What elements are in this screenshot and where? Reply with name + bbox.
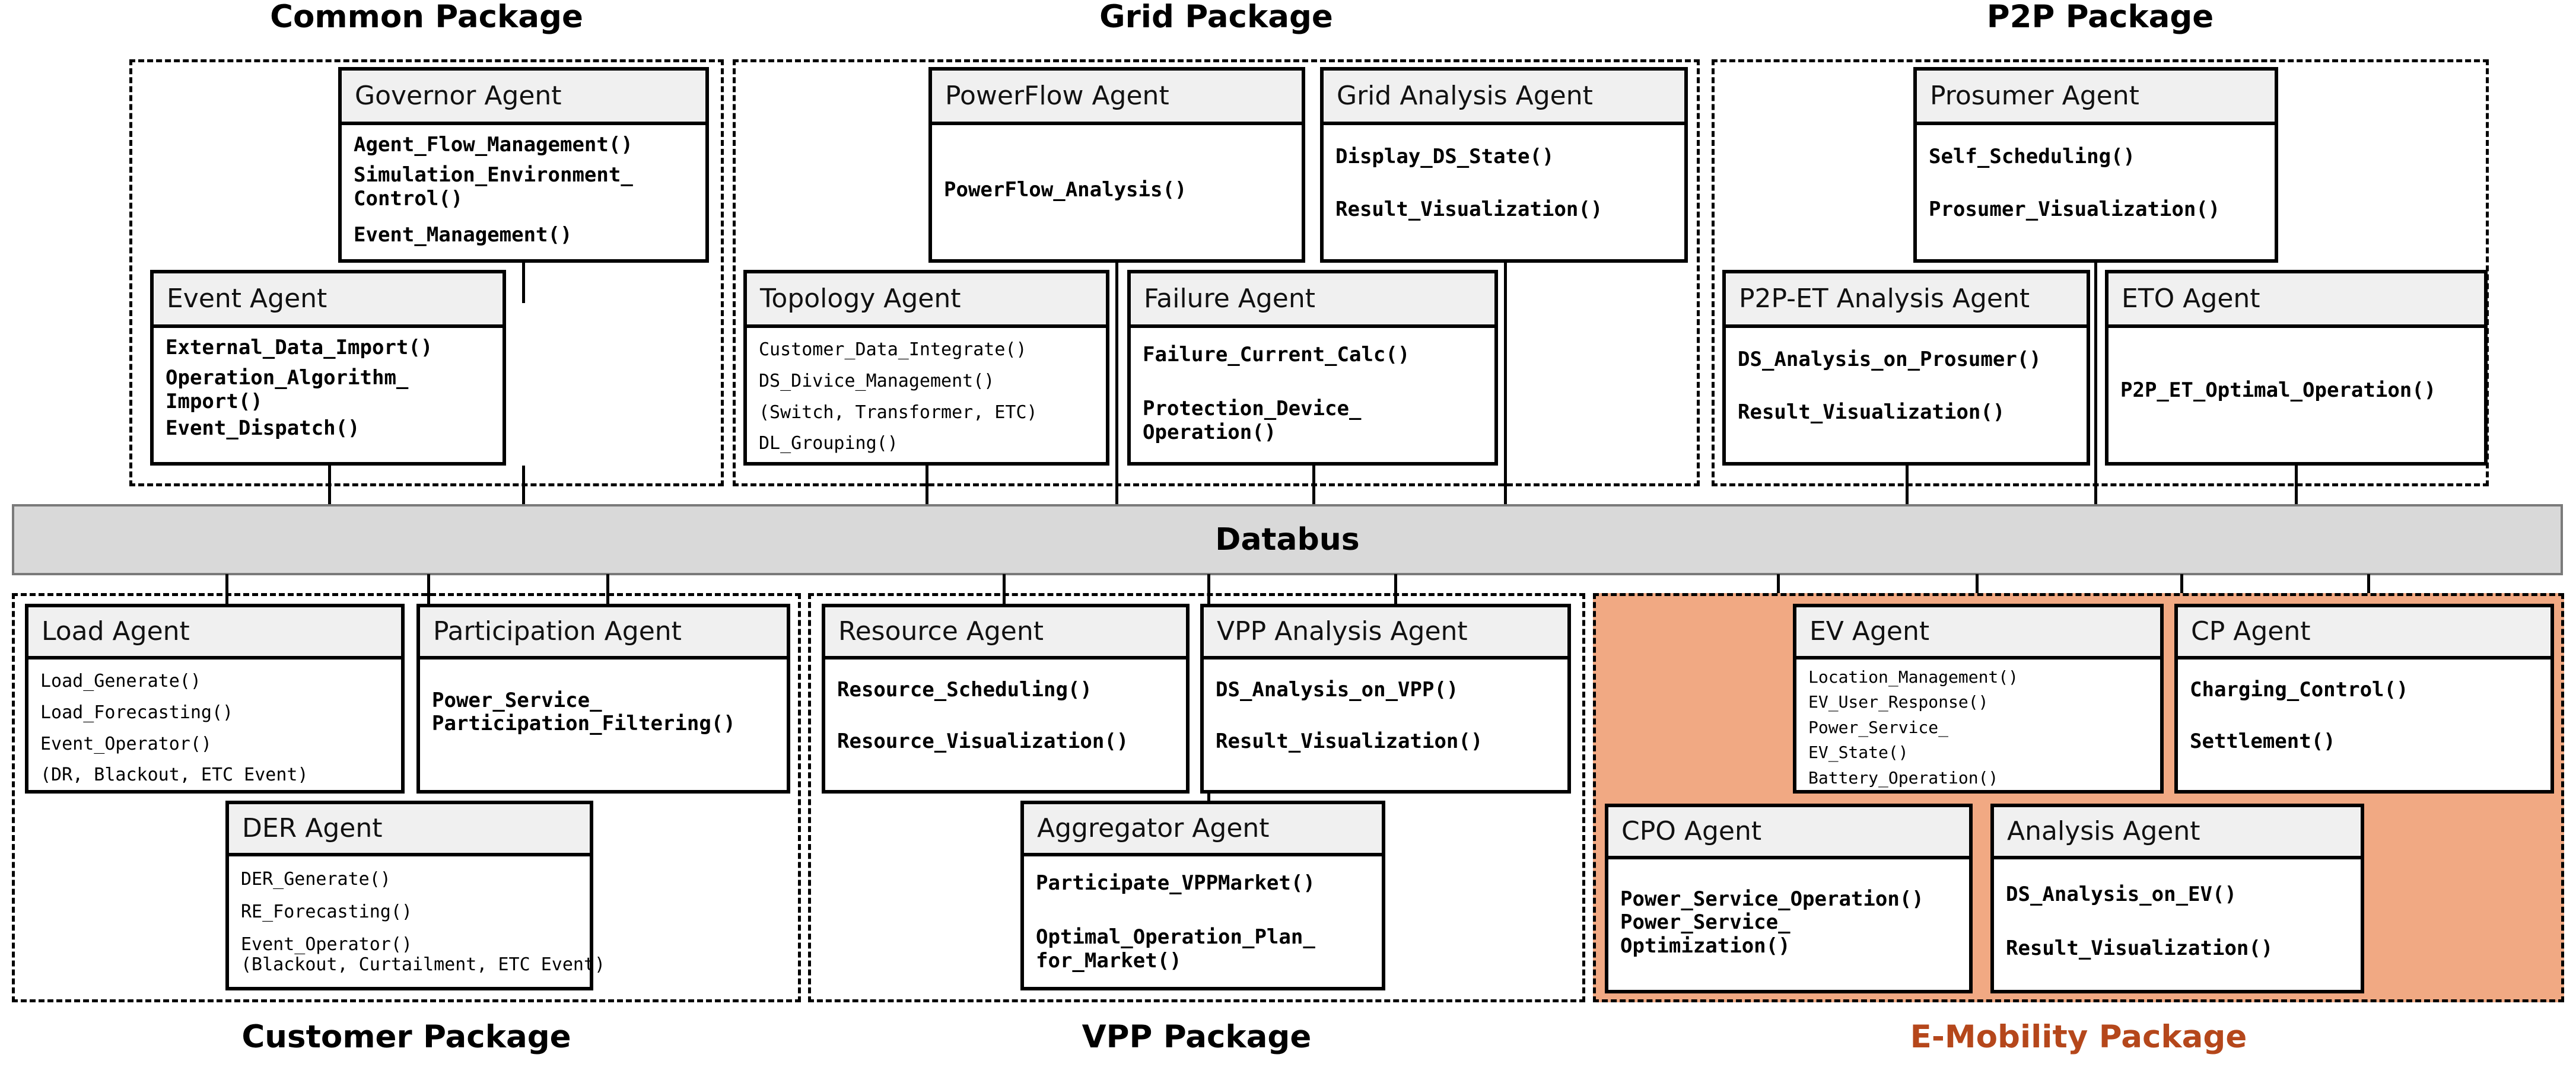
connector-governor xyxy=(522,263,525,303)
agent-box-ev[interactable]: EV Agent Location_Management() EV_User_R… xyxy=(1793,604,2164,794)
agent-title-participation: Participation Agent xyxy=(420,607,787,660)
package-title-customer: Customer Package xyxy=(241,1019,571,1055)
agent-box-powerflow[interactable]: PowerFlow Agent PowerFlow_Analysis() xyxy=(928,67,1305,263)
agent-title-failure: Failure Agent xyxy=(1131,273,1494,328)
package-title-emobility: E-Mobility Package xyxy=(1910,1019,2247,1055)
connector-prosumer xyxy=(2094,263,2097,506)
package-frame-grid xyxy=(733,59,1700,486)
agent-methods-vpp-analysis: DS_Analysis_on_VPP() Result_Visualizatio… xyxy=(1216,678,1483,754)
agent-title-cpo: CPO Agent xyxy=(1608,807,1969,859)
agent-box-cpo[interactable]: CPO Agent Power_Service_Operation() Powe… xyxy=(1605,804,1973,993)
agent-box-governor[interactable]: Governor Agent Agent_Flow_Management() S… xyxy=(338,67,709,263)
agent-title-aggregator: Aggregator Agent xyxy=(1024,804,1382,856)
agent-methods-powerflow: PowerFlow_Analysis() xyxy=(944,178,1187,202)
agent-box-vpp-analysis[interactable]: VPP Analysis Agent DS_Analysis_on_VPP() … xyxy=(1200,604,1571,794)
agent-title-ev: EV Agent xyxy=(1796,607,2160,660)
agent-box-resource[interactable]: Resource Agent Resource_Scheduling() Res… xyxy=(822,604,1190,794)
agent-methods-event: External_Data_Import() Operation_Algorit… xyxy=(166,336,433,441)
agent-box-topology[interactable]: Topology Agent Customer_Data_Integrate()… xyxy=(743,270,1109,466)
agent-title-der: DER Agent xyxy=(229,804,590,856)
connector-powerflow xyxy=(1115,263,1118,506)
databus-bar: Databus xyxy=(12,504,2563,575)
agent-title-powerflow: PowerFlow Agent xyxy=(932,71,1302,125)
agent-box-participation[interactable]: Participation Agent Power_Service_ Parti… xyxy=(416,604,790,794)
agent-methods-load: Load_Generate() Load_Forecasting() Event… xyxy=(40,671,309,786)
agent-title-vpp-analysis: VPP Analysis Agent xyxy=(1204,607,1567,660)
agent-box-failure[interactable]: Failure Agent Failure_Current_Calc() Pro… xyxy=(1127,270,1498,466)
agent-title-prosumer: Prosumer Agent xyxy=(1917,71,2275,125)
agent-box-aggregator[interactable]: Aggregator Agent Participate_VPPMarket()… xyxy=(1020,801,1385,990)
agent-box-p2p-et-analysis[interactable]: P2P-ET Analysis Agent DS_Analysis_on_Pro… xyxy=(1722,270,2090,466)
agent-methods-aggregator: Participate_VPPMarket() Optimal_Operatio… xyxy=(1036,871,1315,973)
package-frame-common xyxy=(129,59,724,486)
connector-p2p-et xyxy=(1906,466,1909,506)
package-frame-vpp xyxy=(808,593,1585,1002)
agent-title-event: Event Agent xyxy=(154,273,503,328)
databus-label: Databus xyxy=(1215,522,1360,557)
agent-box-prosumer[interactable]: Prosumer Agent Self_Scheduling() Prosume… xyxy=(1913,67,2278,263)
agent-box-event[interactable]: Event Agent External_Data_Import() Opera… xyxy=(150,270,506,466)
agent-title-resource: Resource Agent xyxy=(825,607,1186,660)
agent-box-eto[interactable]: ETO Agent P2P_ET_Optimal_Operation() xyxy=(2105,270,2488,466)
package-title-common: Common Package xyxy=(270,0,583,35)
agent-box-grid-analysis[interactable]: Grid Analysis Agent Display_DS_State() R… xyxy=(1320,67,1688,263)
agent-title-analysis: Analysis Agent xyxy=(1994,807,2361,859)
agent-box-cp[interactable]: CP Agent Charging_Control() Settlement() xyxy=(2174,604,2554,794)
agent-methods-participation: Power_Service_ Participation_Filtering() xyxy=(432,689,736,736)
agent-box-der[interactable]: DER Agent DER_Generate() RE_Forecasting(… xyxy=(225,801,606,990)
agent-title-load: Load Agent xyxy=(28,607,401,660)
package-frame-customer xyxy=(12,593,801,1002)
agent-title-p2p-et-analysis: P2P-ET Analysis Agent xyxy=(1726,273,2087,328)
agent-methods-cp: Charging_Control() Settlement() xyxy=(2190,678,2409,754)
agent-methods-p2p-et-analysis: DS_Analysis_on_Prosumer() Result_Visuali… xyxy=(1738,348,2041,425)
agent-title-eto: ETO Agent xyxy=(2108,273,2484,328)
package-title-p2p: P2P Package xyxy=(1986,0,2214,35)
agent-methods-der: DER_Generate() RE_Forecasting() Event_Op… xyxy=(241,869,606,976)
agent-methods-cpo: Power_Service_Operation() Power_Service_… xyxy=(1620,887,1924,958)
agent-methods-analysis: DS_Analysis_on_EV() Result_Visualization… xyxy=(2006,883,2273,961)
agent-methods-eto: P2P_ET_Optimal_Operation() xyxy=(2120,378,2437,402)
agent-title-cp: CP Agent xyxy=(2178,607,2550,660)
connector-event xyxy=(328,466,331,506)
agent-methods-ev: Location_Management() EV_User_Response()… xyxy=(1808,667,2019,788)
package-title-vpp: VPP Package xyxy=(1082,1019,1312,1055)
agent-methods-prosumer: Self_Scheduling() Prosumer_Visualization… xyxy=(1929,145,2221,222)
agent-methods-topology: Customer_Data_Integrate() DS_Divice_Mana… xyxy=(759,339,1038,454)
agent-title-grid-analysis: Grid Analysis Agent xyxy=(1324,71,1684,125)
agent-methods-resource: Resource_Scheduling() Resource_Visualiza… xyxy=(837,678,1129,754)
connector-topology xyxy=(926,466,928,506)
connector-governor-down xyxy=(522,466,525,506)
agent-box-analysis[interactable]: Analysis Agent DS_Analysis_on_EV() Resul… xyxy=(1990,804,2364,993)
connector-eto xyxy=(2295,466,2298,506)
package-title-grid: Grid Package xyxy=(1099,0,1333,35)
agent-title-governor: Governor Agent xyxy=(342,71,705,125)
agent-methods-governor: Agent_Flow_Management() Simulation_Envir… xyxy=(354,133,633,247)
connector-grid-analysis xyxy=(1504,263,1507,506)
connector-failure xyxy=(1312,466,1315,506)
agent-title-topology: Topology Agent xyxy=(747,273,1106,328)
agent-methods-failure: Failure_Current_Calc() Protection_Device… xyxy=(1143,343,1410,444)
agent-box-load[interactable]: Load Agent Load_Generate() Load_Forecast… xyxy=(25,604,405,794)
agent-methods-grid-analysis: Display_DS_State() Result_Visualization(… xyxy=(1335,145,1603,222)
